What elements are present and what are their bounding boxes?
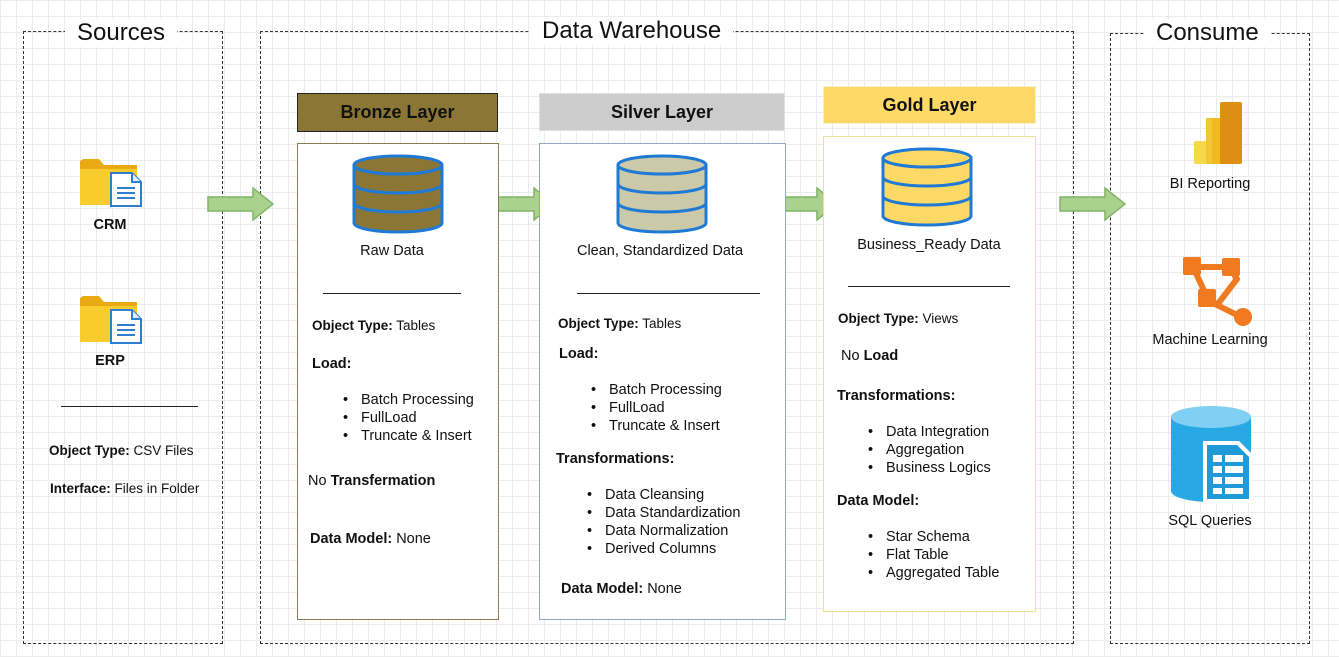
- machine-learning-label: Machine Learning: [1152, 332, 1268, 348]
- list-item: Business Logics: [866, 459, 991, 477]
- silver-database-icon: [616, 154, 708, 234]
- bronze-load-list: Batch Processing FullLoad Truncate & Ins…: [341, 391, 474, 445]
- list-item: Derived Columns: [585, 540, 740, 558]
- silver-load-label: Load:: [559, 346, 599, 362]
- bi-reporting-label: BI Reporting: [1169, 176, 1251, 192]
- bronze-data-label: Raw Data: [360, 243, 424, 259]
- machine-learning-icon: [1183, 257, 1252, 326]
- silver-load-list: Batch Processing FullLoad Truncate & Ins…: [589, 381, 722, 435]
- list-item: Batch Processing: [589, 381, 722, 399]
- bronze-database-icon: [352, 154, 444, 234]
- silver-layer-header: Silver Layer: [539, 93, 785, 131]
- arrow-sources-to-bronze: [207, 186, 275, 222]
- gold-layer-header: Gold Layer: [823, 86, 1036, 124]
- list-item: Flat Table: [866, 546, 999, 564]
- gold-divider: [848, 286, 1010, 287]
- warehouse-title: Data Warehouse: [530, 17, 734, 45]
- list-item: Aggregation: [866, 441, 991, 459]
- sources-interface: Interface: Files in Folder: [50, 481, 200, 496]
- silver-data-label: Clean, Standardized Data: [576, 243, 744, 259]
- erp-folder-icon: [80, 296, 142, 344]
- gold-transformations-list: Data Integration Aggregation Business Lo…: [866, 423, 991, 477]
- list-item: Truncate & Insert: [589, 417, 722, 435]
- list-item: Data Standardization: [585, 504, 740, 522]
- list-item: Data Integration: [866, 423, 991, 441]
- bronze-divider: [323, 293, 461, 294]
- sources-divider: [61, 406, 198, 407]
- list-item: FullLoad: [589, 399, 722, 417]
- sources-object-type: Object Type: CSV Files: [49, 443, 194, 458]
- list-item: Data Cleansing: [585, 486, 740, 504]
- sql-database-icon: [1171, 406, 1253, 503]
- gold-data-model-list: Star Schema Flat Table Aggregated Table: [866, 528, 999, 582]
- gold-no-load: No Load: [841, 348, 899, 364]
- list-item: Truncate & Insert: [341, 427, 474, 445]
- bronze-no-transformation: No Transfermation: [308, 473, 436, 489]
- sql-queries-label: SQL Queries: [1168, 513, 1252, 529]
- list-item: Star Schema: [866, 528, 999, 546]
- sources-title: Sources: [65, 19, 178, 47]
- silver-transformations-label: Transformations:: [556, 451, 675, 467]
- silver-divider: [577, 293, 760, 294]
- bronze-object-type: Object Type: Tables: [312, 318, 436, 333]
- crm-folder-icon: [80, 159, 142, 207]
- consume-title: Consume: [1144, 19, 1271, 47]
- list-item: Batch Processing: [341, 391, 474, 409]
- silver-object-type: Object Type: Tables: [558, 316, 682, 331]
- gold-data-label: Business_Ready Data: [857, 237, 1001, 253]
- arrow-gold-to-consume: [1059, 186, 1127, 222]
- crm-label: CRM: [93, 217, 127, 233]
- gold-data-model-label: Data Model:: [837, 493, 920, 509]
- gold-transformations-label: Transformations:: [837, 388, 956, 404]
- silver-data-model: Data Model: None: [561, 581, 682, 597]
- bronze-layer-header: Bronze Layer: [297, 93, 498, 132]
- erp-label: ERP: [95, 353, 125, 369]
- list-item: FullLoad: [341, 409, 474, 427]
- silver-transformations-list: Data Cleansing Data Standardization Data…: [585, 486, 740, 558]
- gold-database-icon: [881, 147, 973, 227]
- power-bi-icon: [1194, 102, 1242, 164]
- list-item: Aggregated Table: [866, 564, 999, 582]
- list-item: Data Normalization: [585, 522, 740, 540]
- bronze-load-label: Load:: [312, 356, 352, 372]
- gold-object-type: Object Type: Views: [838, 311, 959, 326]
- bronze-data-model: Data Model: None: [310, 531, 431, 547]
